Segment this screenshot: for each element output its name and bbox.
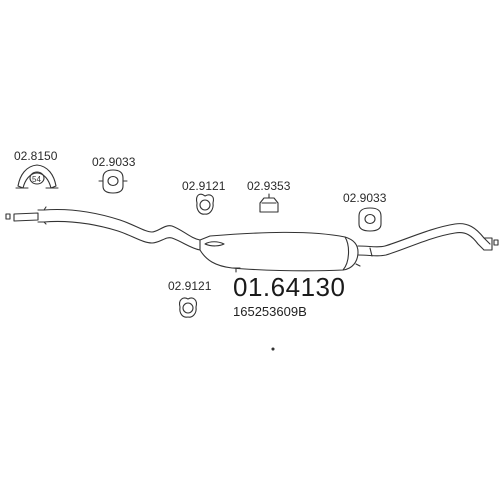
rubber-hanger-icon (98, 169, 128, 194)
ring-mount-icon (196, 193, 214, 215)
part-label-buffer: 02.9353 (247, 179, 291, 193)
silencer (199, 231, 361, 273)
part-label-clamp: 02.8150 (14, 149, 58, 163)
part-label-ring-bottom: 02.9121 (168, 279, 212, 293)
clamp-icon: 54 (15, 164, 59, 189)
ring-mount-icon (179, 297, 197, 318)
rubber-buffer-icon (259, 193, 279, 213)
main-part-number: 01.64130 (233, 272, 346, 302)
rubber-hanger-icon (358, 207, 382, 232)
tail-pipe (357, 223, 499, 257)
part-label-hanger-left: 02.9033 (92, 155, 136, 169)
oem-number: 165253609B (233, 304, 307, 319)
part-label-hanger-right: 02.9033 (343, 191, 387, 205)
front-pipe (5, 206, 201, 251)
part-label-ring-top: 02.9121 (182, 179, 226, 193)
clamp-inner-label: 54 (32, 175, 41, 184)
